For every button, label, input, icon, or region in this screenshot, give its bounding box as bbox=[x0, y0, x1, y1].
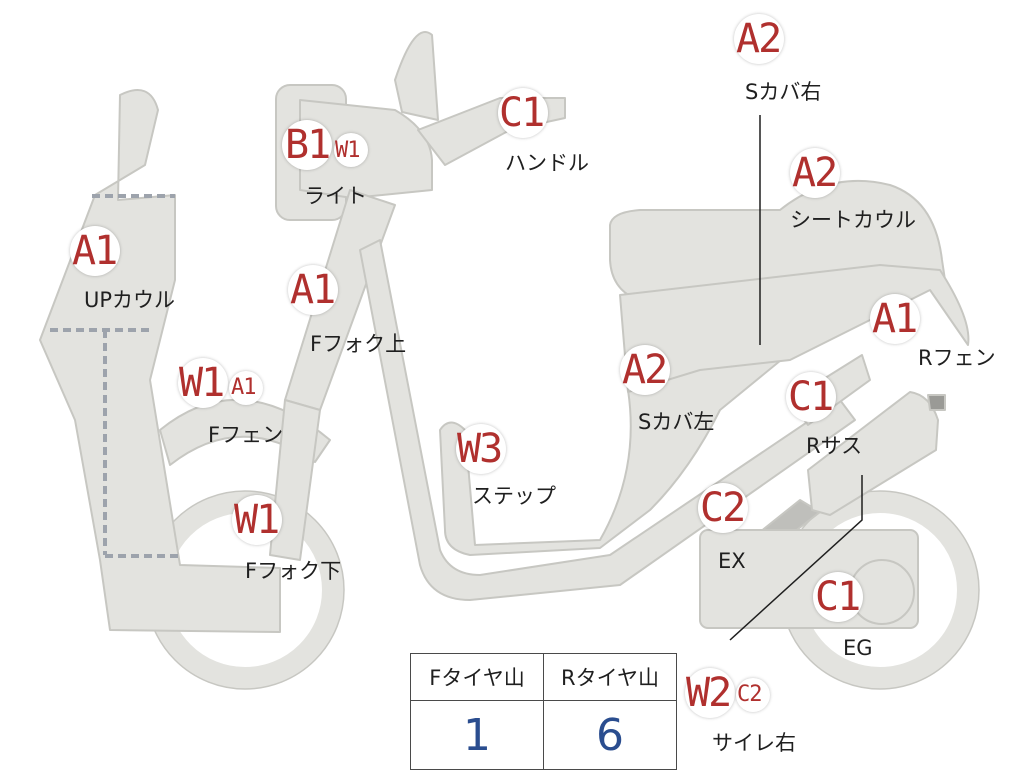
badge-r-fender bbox=[870, 294, 920, 344]
value-front-tire: 1 bbox=[410, 700, 544, 770]
badge-muffler-right-sub bbox=[736, 678, 770, 712]
label-f-fender: Fフェン bbox=[208, 423, 284, 447]
code-seat-cowl: A2 bbox=[792, 150, 838, 196]
badge-s-cover-right bbox=[734, 14, 784, 64]
value-rear-tire: 6 bbox=[543, 700, 677, 770]
code-f-fender-sub: A1 bbox=[231, 375, 256, 400]
badge-f-fender-sub bbox=[229, 371, 263, 405]
label-handle: ハンドル bbox=[505, 151, 589, 175]
label-exhaust: EX bbox=[718, 549, 746, 573]
label-r-fender: Rフェン bbox=[918, 346, 996, 370]
badge-r-suspension bbox=[786, 372, 836, 422]
code-light: B1 bbox=[285, 122, 331, 168]
badge-seat-cowl bbox=[790, 148, 840, 198]
label-f-fork-lower: Fフォク下 bbox=[245, 559, 342, 583]
badge-engine bbox=[813, 572, 863, 622]
label-r-suspension: Rサス bbox=[806, 434, 863, 458]
code-r-suspension: C1 bbox=[788, 374, 834, 420]
header-front-tire: Fタイヤ山 bbox=[410, 653, 544, 701]
windshield-shape bbox=[394, 31, 439, 121]
tire-tread-table: Fタイヤ山 Rタイヤ山 1 6 bbox=[410, 653, 677, 770]
header-rear-tire: Rタイヤ山 bbox=[543, 653, 677, 701]
code-muffler-right: W2 bbox=[686, 670, 732, 716]
badge-muffler-right bbox=[685, 668, 735, 718]
code-exhaust: C2 bbox=[700, 485, 746, 531]
label-f-fork-upper: Fフォク上 bbox=[310, 332, 407, 356]
frame-shape bbox=[359, 239, 856, 601]
code-s-cover-left: A2 bbox=[622, 347, 668, 393]
badge-f-fork-lower bbox=[232, 495, 282, 545]
badge-light bbox=[282, 120, 332, 170]
code-up-cowl: A1 bbox=[72, 228, 118, 274]
code-f-fork-lower: W1 bbox=[234, 497, 280, 543]
code-step: W3 bbox=[457, 426, 503, 472]
code-light-sub: W1 bbox=[335, 138, 360, 163]
badge-step bbox=[456, 424, 506, 474]
code-s-cover-right: A2 bbox=[736, 16, 782, 62]
badge-f-fender bbox=[178, 358, 228, 408]
code-handle: C1 bbox=[499, 90, 545, 136]
code-muffler-right-sub: C2 bbox=[737, 682, 762, 707]
label-step: ステップ bbox=[472, 484, 556, 508]
label-light: ライト bbox=[304, 184, 367, 208]
code-f-fender: W1 bbox=[179, 360, 225, 406]
badge-f-fork-upper bbox=[288, 265, 338, 315]
badge-handle bbox=[498, 88, 548, 138]
badge-light-sub bbox=[334, 133, 368, 167]
label-muffler-right: サイレ右 bbox=[712, 731, 796, 755]
label-engine: EG bbox=[843, 636, 873, 660]
code-engine: C1 bbox=[815, 574, 861, 620]
label-up-cowl: UPカウル bbox=[84, 288, 176, 312]
badge-s-cover-left bbox=[620, 345, 670, 395]
label-seat-cowl: シートカウル bbox=[790, 208, 916, 232]
label-s-cover-left: Sカバ左 bbox=[638, 410, 715, 434]
badge-up-cowl bbox=[70, 226, 120, 276]
code-r-fender: A1 bbox=[872, 296, 918, 342]
label-s-cover-right: Sカバ右 bbox=[745, 80, 822, 104]
up-cowl-shape bbox=[39, 89, 281, 633]
badge-exhaust bbox=[698, 483, 748, 533]
code-f-fork-upper: A1 bbox=[290, 267, 336, 313]
